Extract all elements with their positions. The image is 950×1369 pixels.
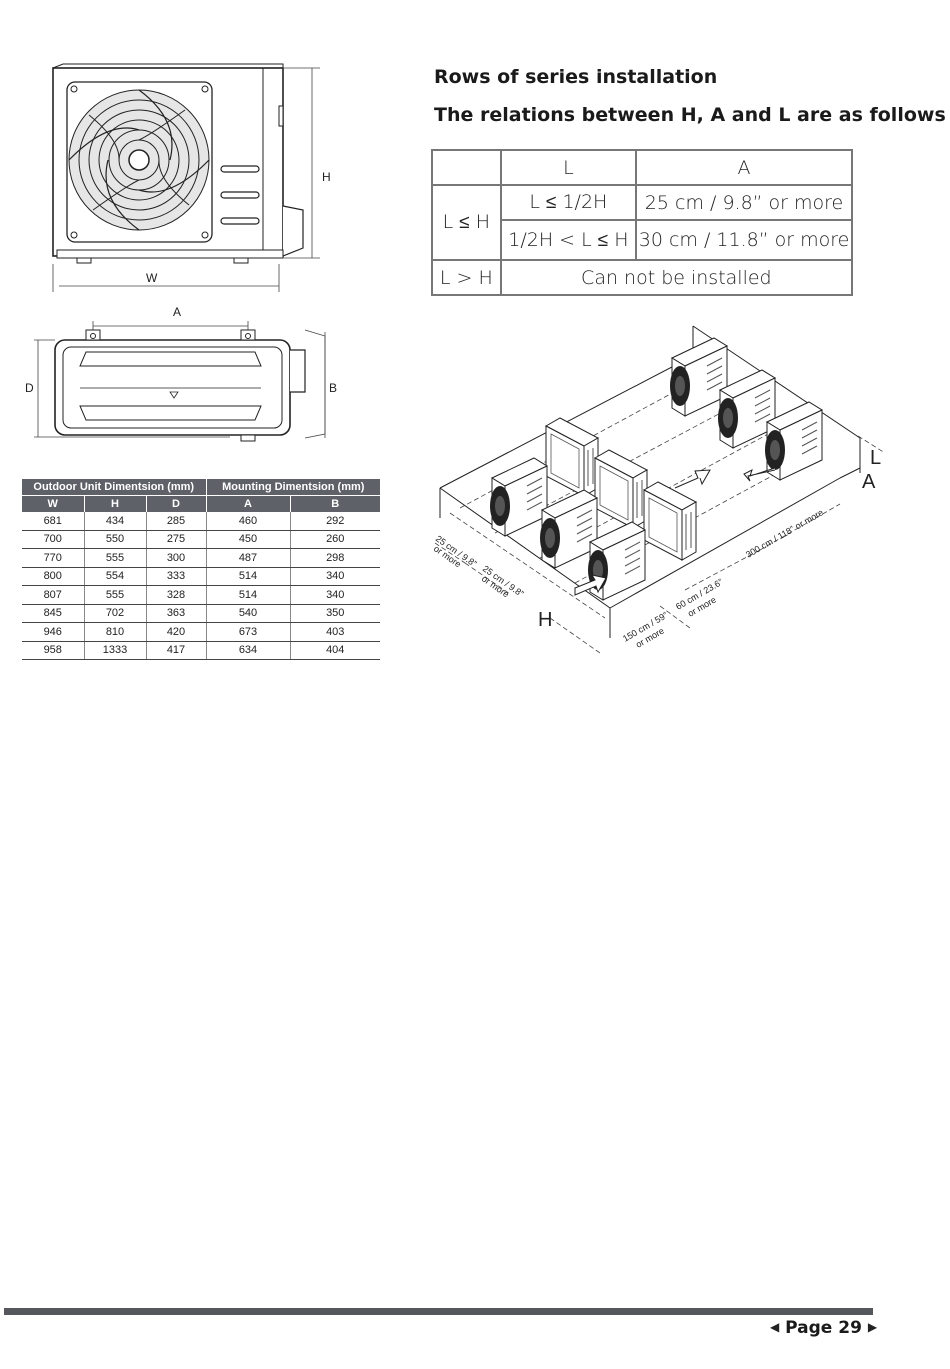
relation-header-l: L bbox=[499, 149, 638, 186]
outdoor-unit-header: Outdoor Unit Dimentsion (mm) bbox=[22, 479, 207, 496]
table-cell: 700 bbox=[22, 530, 85, 549]
table-row: 800 554 333 514 340 bbox=[22, 567, 380, 586]
col-header-a: A bbox=[206, 495, 291, 512]
a-label: A bbox=[862, 471, 876, 493]
table-cell: 460 bbox=[206, 512, 291, 531]
table-cell: 1333 bbox=[84, 641, 147, 660]
triangle-right-icon[interactable]: ▶ bbox=[867, 1320, 878, 1334]
table-cell: 403 bbox=[290, 622, 380, 642]
col-header-d: D bbox=[146, 495, 207, 512]
rows-heading: Rows of series installation bbox=[434, 66, 718, 88]
table-cell: 673 bbox=[206, 622, 291, 642]
table-cell: 420 bbox=[146, 622, 207, 642]
relation-header-row: L A bbox=[431, 149, 853, 186]
table-cell: 555 bbox=[84, 585, 147, 605]
table-cell: 292 bbox=[290, 512, 380, 531]
l-label: L bbox=[870, 447, 881, 469]
relation-cell-l: 1/2H < L ≤ H bbox=[499, 219, 638, 261]
relation-table: L A L ≤ H L ≤ 1/2H 25 cm / 9.8” or more … bbox=[431, 149, 854, 296]
relation-cell-not-installed: Can not be installed bbox=[499, 259, 854, 296]
table-cell: 540 bbox=[206, 604, 291, 623]
relation-row-label: L ≤ H bbox=[431, 184, 502, 261]
relation-header-a: A bbox=[635, 149, 853, 186]
top-view-drawing: A B D bbox=[25, 305, 337, 442]
table-cell: 845 bbox=[22, 604, 85, 623]
table-cell: 340 bbox=[290, 585, 380, 605]
table-cell: 770 bbox=[22, 548, 85, 568]
mounting-header: Mounting Dimentsion (mm) bbox=[206, 479, 380, 496]
table-cell: 328 bbox=[146, 585, 207, 605]
fan-grille bbox=[68, 89, 210, 231]
triangle-left-icon[interactable]: ◀ bbox=[770, 1320, 780, 1334]
footer-divider bbox=[4, 1308, 873, 1315]
table-cell: 946 bbox=[22, 622, 85, 642]
table-cell: 434 bbox=[84, 512, 147, 531]
relations-heading: The relations between H, A and L are as … bbox=[434, 104, 946, 126]
height-label: H bbox=[322, 170, 331, 184]
table-cell: 514 bbox=[206, 585, 291, 605]
col-header-w: W bbox=[22, 495, 85, 512]
table-cell: 275 bbox=[146, 530, 207, 549]
table-cell: 681 bbox=[22, 512, 85, 531]
relation-cell-a: 25 cm / 9.8” or more bbox=[635, 184, 853, 221]
dimension-table: Outdoor Unit Dimentsion (mm) Mounting Di… bbox=[22, 479, 380, 660]
table-row: 681 434 285 460 292 bbox=[22, 512, 380, 531]
page-number: ◀ Page 29 ▶ bbox=[770, 1318, 877, 1338]
table-cell: 298 bbox=[290, 548, 380, 568]
clearance-300: 300 cm / 118” or more bbox=[744, 507, 825, 560]
table-cell: 702 bbox=[84, 604, 147, 623]
table-cell: 514 bbox=[206, 567, 291, 586]
table-row: 845 702 363 540 350 bbox=[22, 604, 380, 623]
table-row: 770 555 300 487 298 bbox=[22, 548, 380, 568]
width-label: W bbox=[146, 271, 158, 285]
relation-cell-l: L ≤ 1/2H bbox=[499, 184, 638, 221]
table-cell: 800 bbox=[22, 567, 85, 586]
relation-row-label: L > H bbox=[431, 259, 502, 296]
b-dimension-label: B bbox=[329, 381, 337, 395]
front-view-drawing: H W bbox=[52, 63, 331, 292]
table-row: 946 810 420 673 403 bbox=[22, 622, 380, 642]
table-cell: 487 bbox=[206, 548, 291, 568]
h-label: H bbox=[538, 609, 552, 631]
col-header-h: H bbox=[84, 495, 147, 512]
relation-header-empty bbox=[431, 149, 502, 186]
table-cell: 260 bbox=[290, 530, 380, 549]
table-cell: 807 bbox=[22, 585, 85, 605]
relation-row: 1/2H < L ≤ H 30 cm / 11.8” or more bbox=[432, 219, 853, 261]
d-dimension-label: D bbox=[25, 381, 34, 395]
relation-row: L > H Can not be installed bbox=[431, 259, 854, 296]
table-cell: 404 bbox=[290, 641, 380, 660]
table-row: 700 550 275 450 260 bbox=[22, 530, 380, 549]
relation-cell-a: 30 cm / 11.8” or more bbox=[635, 219, 853, 261]
a-dimension-label: A bbox=[173, 305, 181, 319]
dimension-column-header-row: W H D A B bbox=[22, 495, 380, 512]
table-row: 807 555 328 514 340 bbox=[22, 585, 380, 605]
table-cell: 363 bbox=[146, 604, 207, 623]
table-cell: 634 bbox=[206, 641, 291, 660]
installation-diagram: L A H 25 cm / 9.8” or more 25 cm / 9.8” … bbox=[432, 325, 886, 654]
table-cell: 285 bbox=[146, 512, 207, 531]
table-cell: 350 bbox=[290, 604, 380, 623]
col-header-b: B bbox=[290, 495, 380, 512]
page-label: Page 29 bbox=[785, 1318, 862, 1338]
table-cell: 958 bbox=[22, 641, 85, 660]
table-cell: 450 bbox=[206, 530, 291, 549]
table-cell: 554 bbox=[84, 567, 147, 586]
table-cell: 417 bbox=[146, 641, 207, 660]
relation-row: L ≤ H L ≤ 1/2H 25 cm / 9.8” or more bbox=[431, 184, 853, 261]
table-cell: 555 bbox=[84, 548, 147, 568]
table-cell: 340 bbox=[290, 567, 380, 586]
table-cell: 810 bbox=[84, 622, 147, 642]
table-cell: 333 bbox=[146, 567, 207, 586]
table-cell: 300 bbox=[146, 548, 207, 568]
table-row: 958 1333 417 634 404 bbox=[22, 641, 380, 660]
dimension-group-header-row: Outdoor Unit Dimentsion (mm) Mounting Di… bbox=[22, 479, 380, 496]
table-cell: 550 bbox=[84, 530, 147, 549]
